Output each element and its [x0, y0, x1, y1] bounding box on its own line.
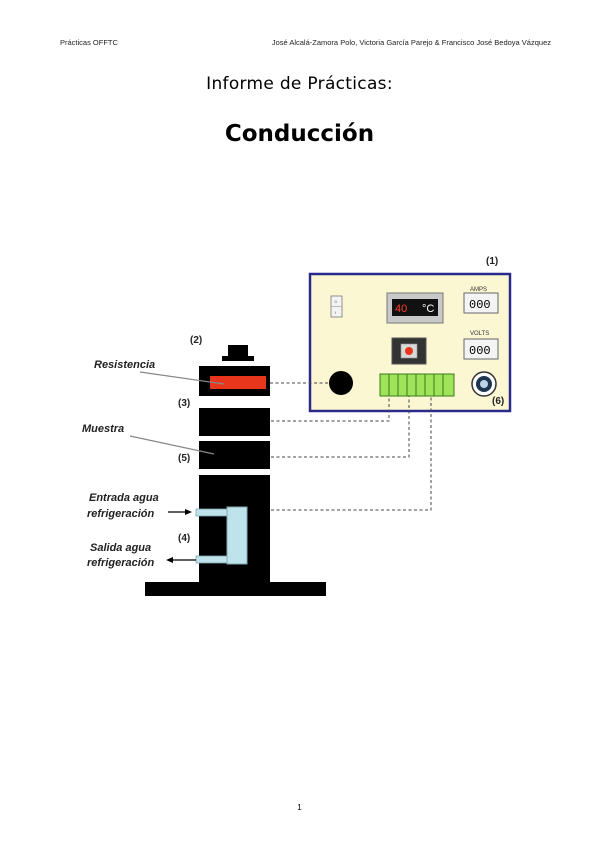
page-number: 1	[297, 803, 302, 812]
outlet-pipe	[195, 555, 228, 564]
water-block	[226, 506, 248, 565]
block-3	[199, 408, 270, 436]
temperature-value: 40	[395, 303, 407, 315]
label-entrada-line1: Entrada agua	[89, 492, 159, 504]
document-title: Informe de Prácticas:	[206, 74, 393, 94]
marker-6: (6)	[492, 396, 504, 407]
base-plate	[145, 582, 326, 596]
document-subtitle: Conducción	[224, 121, 375, 147]
dashed-wires	[270, 382, 432, 511]
sample-block	[199, 441, 270, 469]
arrow-muestra	[129, 435, 215, 455]
volts-display	[463, 338, 499, 360]
label-resistencia: Resistencia	[94, 359, 155, 371]
marker-1: (1)	[486, 256, 498, 267]
label-salida-line1: Salida agua	[90, 542, 151, 554]
heater-element	[210, 376, 266, 389]
amps-value: 000	[469, 298, 491, 312]
volts-value: 000	[469, 344, 491, 358]
inlet-pipe	[195, 508, 228, 517]
amps-label: AMPS	[470, 287, 487, 293]
svg-text:0: 0	[335, 299, 338, 304]
volts-label: VOLTS	[470, 331, 489, 337]
label-salida-line2: refrigeración	[87, 557, 155, 569]
arrow-resistencia	[139, 371, 225, 385]
temperature-display	[392, 299, 438, 316]
top-cap-2	[228, 345, 248, 358]
marker-4: (4)	[178, 533, 190, 544]
indicator-light	[405, 347, 413, 355]
running-header-left: Prácticas OFFTC	[60, 38, 118, 47]
svg-text:I: I	[335, 310, 336, 315]
marker-2: (2)	[190, 335, 202, 346]
temperature-unit: °C	[422, 303, 434, 315]
marker-3: (3)	[178, 398, 190, 409]
label-entrada-line2: refrigeración	[87, 508, 155, 520]
marker-5: (5)	[178, 453, 190, 464]
running-header-right: José Alcalá-Zamora Polo, Victoria García…	[271, 38, 551, 47]
amps-display	[463, 292, 499, 314]
knob	[329, 371, 353, 395]
label-muestra: Muestra	[82, 423, 124, 435]
